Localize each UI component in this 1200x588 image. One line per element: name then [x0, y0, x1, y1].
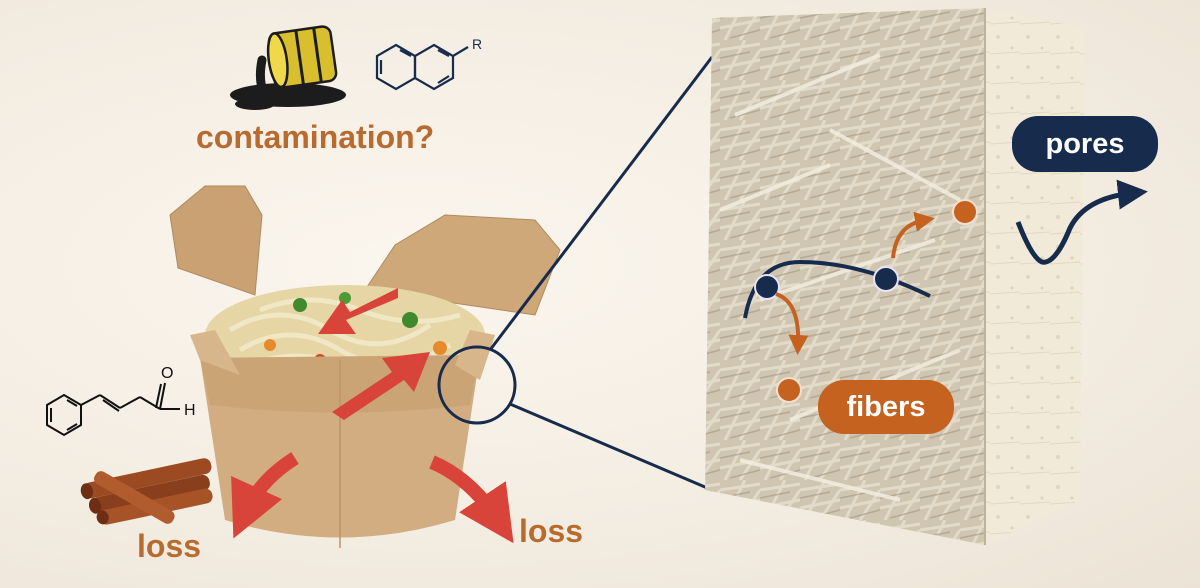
loss-arrow-left	[231, 452, 299, 539]
fiber-arrow-down	[775, 292, 809, 355]
zoom-line-bottom	[509, 402, 713, 492]
takeout-box-icon	[169, 185, 561, 548]
pathway-node-1	[754, 274, 780, 300]
contamination-label: contamination?	[196, 119, 435, 155]
loss-arrow-right	[429, 455, 514, 544]
pores-label: pores	[1012, 116, 1158, 172]
zoom-circle	[437, 345, 517, 425]
zoom-line-top	[488, 56, 714, 351]
loss-label-right: loss	[519, 513, 584, 549]
loss-label-left: loss	[137, 528, 202, 564]
cinnamaldehyde-oxygen-label: O	[161, 365, 173, 382]
cinnamaldehyde-hydrogen-label: H	[184, 402, 196, 419]
oil-barrel-spill-icon	[230, 25, 346, 110]
fiber-node-2	[952, 199, 978, 225]
fibers-label: fibers	[818, 380, 954, 434]
cinnamaldehyde-structure-icon	[46, 382, 180, 437]
naphthalene-r-label: R	[472, 36, 482, 52]
arrow-up-left	[318, 288, 398, 334]
pores-arrow	[1015, 179, 1148, 265]
cinnamon-sticks-icon	[80, 458, 213, 525]
pathway-node-2	[873, 266, 899, 292]
migration-arrows	[318, 288, 430, 420]
fiber-node-1	[776, 377, 802, 403]
naphthalene-structure-icon	[375, 43, 469, 91]
arrow-down-right	[332, 352, 430, 420]
fiber-arrow-up	[891, 211, 935, 259]
